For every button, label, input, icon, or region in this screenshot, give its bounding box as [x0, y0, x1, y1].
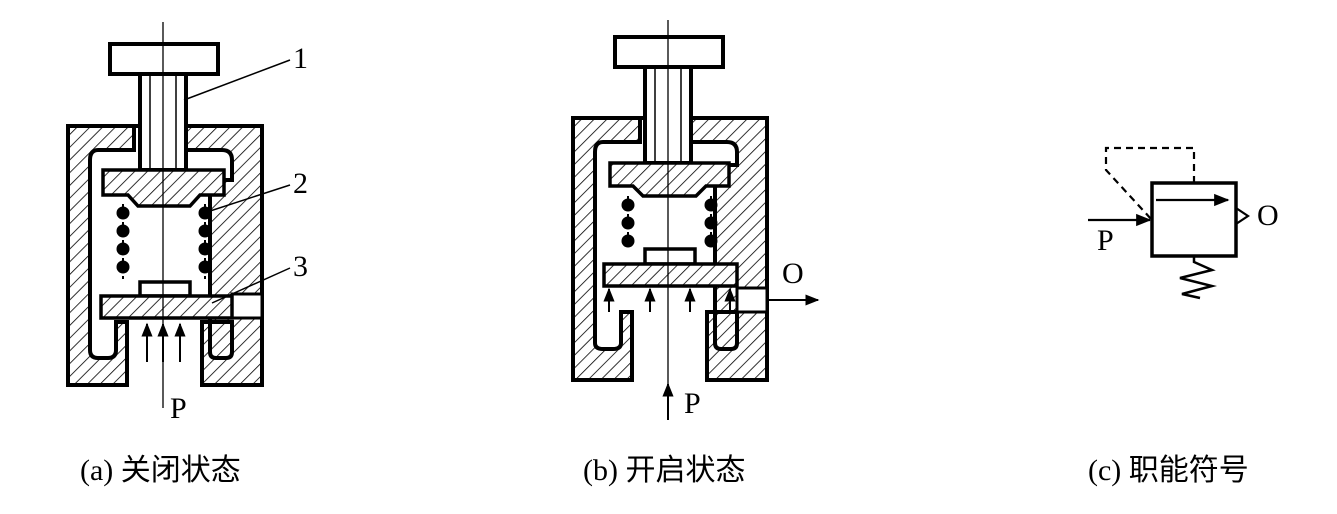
caption-closed: (a) 关闭状态 — [80, 454, 241, 487]
caption-symbol: (c) 职能符号 — [1088, 454, 1249, 487]
outlet-port-open — [735, 286, 769, 314]
valve-disc-boss-open — [643, 247, 697, 266]
upper-spring-seat-open — [608, 161, 731, 198]
spring-right — [198, 204, 212, 282]
port-p-open: P — [684, 387, 701, 420]
valve-disc — [99, 294, 234, 320]
open-state-diagram: P O (b) 开启状态 — [571, 20, 820, 487]
functional-symbol: P O (c) 职能符号 — [1088, 146, 1279, 487]
callout-3: 3 — [293, 250, 308, 283]
caption-open: (b) 开启状态 — [583, 454, 745, 487]
port-o-open: O — [782, 257, 804, 290]
spring-symbol — [1179, 256, 1217, 300]
pressure-arrows-open — [603, 287, 820, 420]
handle-cap — [108, 42, 220, 76]
symbol-box — [1150, 181, 1238, 258]
outlet-port-mark — [1235, 207, 1250, 225]
spring-left-open — [621, 196, 635, 248]
callout-leaders — [183, 59, 291, 304]
callout-1: 1 — [293, 42, 308, 75]
port-p-closed: P — [170, 392, 187, 425]
valve-disc-boss — [138, 280, 192, 298]
handle-cap-open — [613, 35, 725, 69]
outlet-port-closed — [230, 292, 264, 320]
port-p-symbol: P — [1097, 224, 1114, 257]
spring-left — [116, 204, 130, 282]
closed-state-diagram: 1 2 3 P (a) 关闭状态 — [66, 22, 308, 487]
pilot-line-dashed — [1104, 146, 1196, 221]
port-o-symbol: O — [1257, 199, 1279, 232]
pressure-arrows-closed — [141, 322, 186, 362]
callout-2: 2 — [293, 167, 308, 200]
spring-right-open — [704, 196, 718, 248]
valve-disc-open — [602, 262, 739, 288]
